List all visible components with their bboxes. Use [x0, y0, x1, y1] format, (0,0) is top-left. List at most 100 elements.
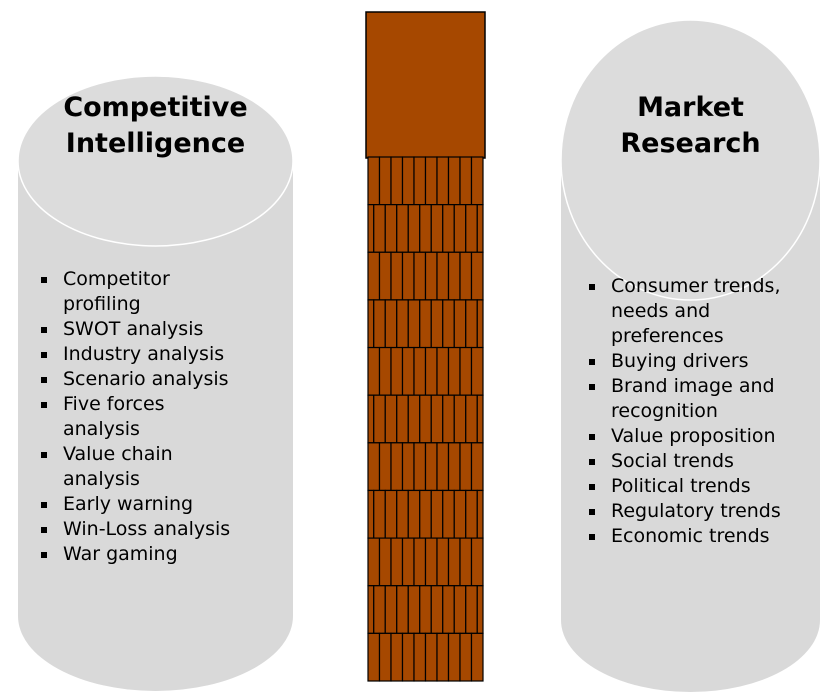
brick — [476, 204, 484, 253]
brick — [384, 299, 398, 349]
brick — [367, 537, 381, 587]
brick — [465, 585, 478, 634]
brick — [436, 442, 450, 492]
brick — [436, 251, 450, 301]
bullet-icon — [41, 527, 47, 533]
list-item: Win-Loss analysis — [37, 517, 287, 542]
brick — [453, 204, 467, 253]
brick — [378, 632, 392, 682]
brick — [378, 156, 392, 206]
bullet-icon — [589, 459, 595, 465]
brick — [453, 585, 467, 634]
brick — [401, 156, 415, 206]
list-item: Political trends — [585, 474, 819, 499]
brick — [384, 204, 398, 253]
brick-tower — [365, 11, 487, 683]
brick — [465, 489, 478, 539]
brick — [424, 632, 438, 682]
brick — [401, 632, 415, 682]
brick — [401, 442, 415, 492]
brick — [442, 299, 455, 349]
brick — [413, 442, 427, 492]
bullet-icon — [589, 509, 595, 515]
brick — [430, 299, 444, 349]
brick — [396, 299, 409, 349]
title-line-2: Intelligence — [65, 128, 246, 159]
brick — [442, 489, 455, 539]
bullet-icon — [41, 277, 47, 283]
brick — [367, 299, 375, 349]
brick — [476, 394, 484, 444]
bullet-icon — [589, 434, 595, 440]
bullet-icon — [589, 534, 595, 540]
brick — [413, 537, 427, 587]
brick — [424, 346, 438, 396]
brick — [378, 442, 392, 492]
title-line-1: Competitive — [63, 92, 248, 123]
brick — [373, 585, 386, 634]
brick — [419, 394, 432, 444]
brick — [390, 346, 404, 396]
brick — [367, 251, 381, 301]
brick — [407, 394, 421, 444]
brick — [419, 489, 432, 539]
bullet-icon — [41, 377, 47, 383]
brick — [407, 585, 421, 634]
brick — [476, 489, 484, 539]
brick — [470, 537, 484, 587]
brick — [367, 585, 375, 634]
list-item: SWOT analysis — [37, 317, 287, 342]
cylinder-market-research: Market Research Consumer trends,needs an… — [561, 20, 820, 693]
brick — [390, 156, 404, 206]
brick — [470, 346, 484, 396]
cylinder-title: Competitive Intelligence — [18, 90, 293, 162]
brick — [470, 442, 484, 492]
brick — [424, 251, 438, 301]
brick — [407, 489, 421, 539]
bullet-icon — [41, 327, 47, 333]
list-item: Regulatory trends — [585, 499, 819, 524]
cylinder-shape — [18, 76, 293, 691]
bullet-icon — [41, 452, 47, 458]
brick — [373, 394, 386, 444]
brick — [470, 156, 484, 206]
brick — [430, 489, 444, 539]
brick — [424, 156, 438, 206]
brick — [367, 394, 375, 444]
brick — [401, 537, 415, 587]
brick — [378, 251, 392, 301]
list-item: Scenario analysis — [37, 367, 287, 392]
brick — [367, 442, 381, 492]
cylinder-shape — [561, 20, 820, 692]
brick — [378, 346, 392, 396]
brick — [396, 585, 409, 634]
brick — [396, 394, 409, 444]
brick — [465, 299, 478, 349]
list-item: Economic trends — [585, 524, 819, 549]
brick — [367, 489, 375, 539]
brick — [424, 442, 438, 492]
brick — [373, 489, 386, 539]
brick — [390, 442, 404, 492]
bullet-icon — [589, 284, 595, 290]
list-item: Early warning — [37, 492, 287, 517]
list-item: Industry analysis — [37, 342, 287, 367]
brick — [459, 537, 473, 587]
brick — [476, 299, 484, 349]
cylinder-title: Market Research — [561, 90, 820, 162]
brick — [470, 251, 484, 301]
brick — [419, 585, 432, 634]
brick — [436, 632, 450, 682]
brick — [390, 537, 404, 587]
brick — [390, 632, 404, 682]
brick — [447, 156, 461, 206]
brick — [413, 632, 427, 682]
brick — [367, 156, 381, 206]
brick — [367, 204, 375, 253]
brick — [384, 489, 398, 539]
brick — [430, 585, 444, 634]
